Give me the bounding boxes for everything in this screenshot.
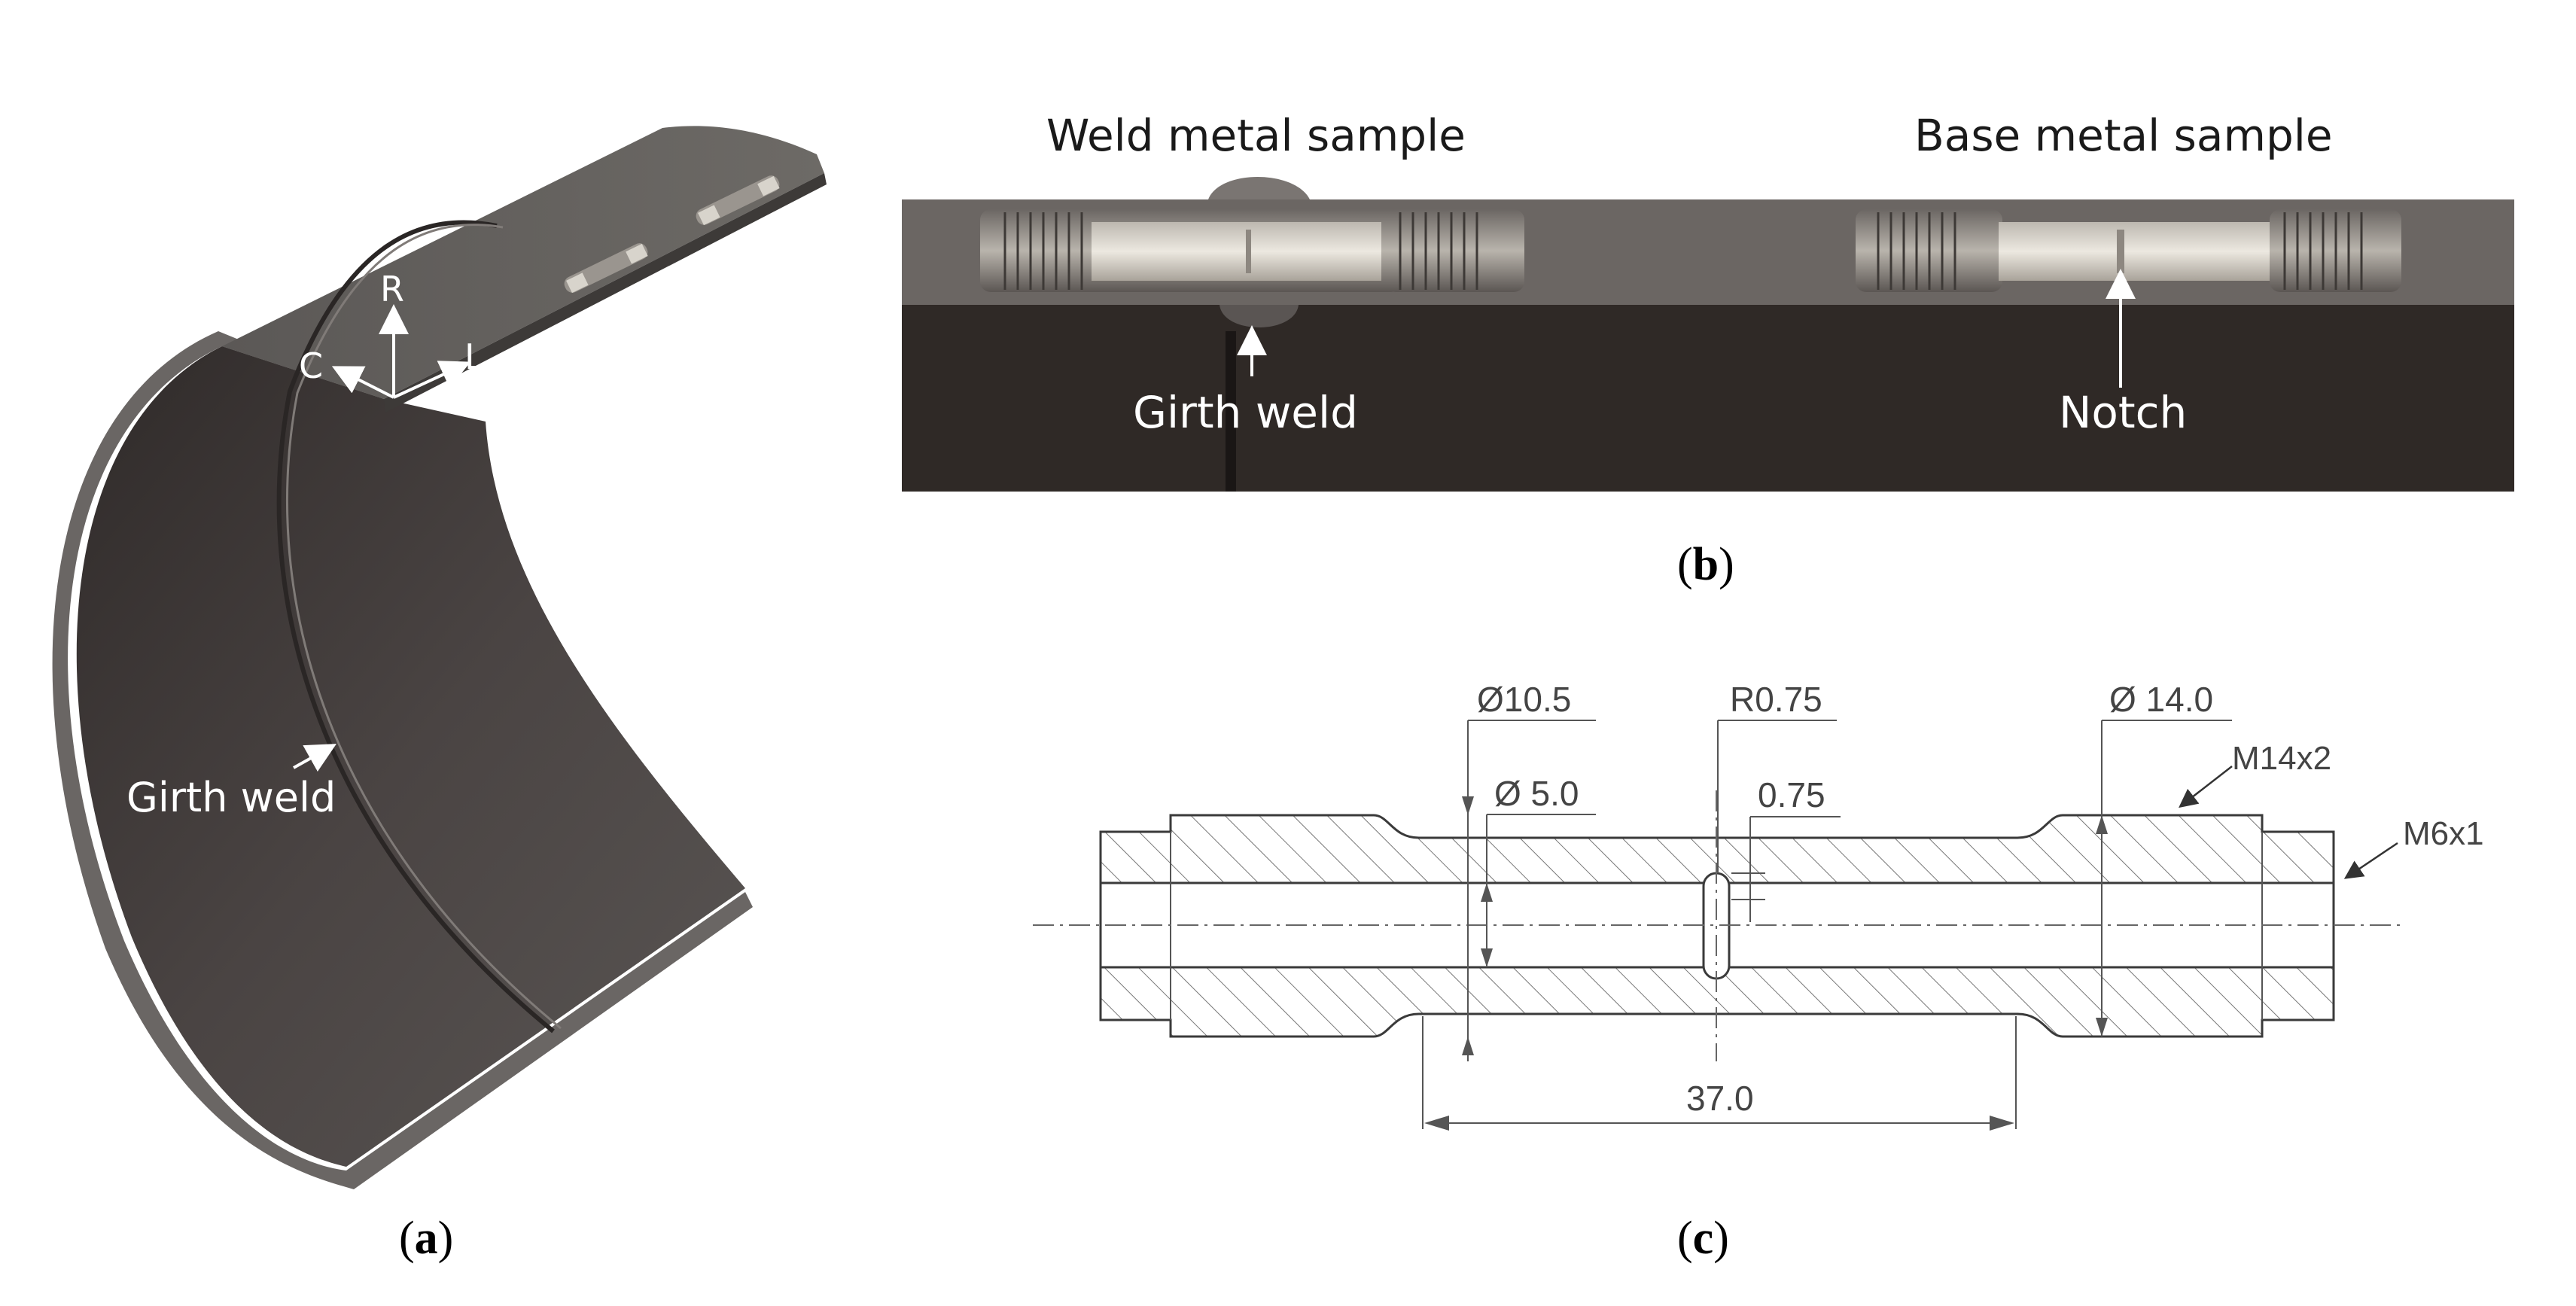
dim-075-label: 0.75 [1758, 775, 1825, 814]
panel-b: Weld metal sample Base metal sample [902, 110, 2514, 590]
girth-weld-label-a: Girth weld [126, 774, 336, 821]
weld-sample-title: Weld metal sample [1046, 110, 1466, 161]
girth-weld-line [276, 220, 555, 1034]
section-lower-wall [1101, 967, 2334, 1037]
axis-l-arrow [393, 361, 471, 399]
gauge-arrow-left [1424, 1116, 1449, 1131]
dim-r075-label: R0.75 [1730, 680, 1822, 719]
weld-sample-threads-left [1003, 212, 1083, 290]
caption-b: (b) [1677, 539, 1734, 590]
axis-c-arrow [331, 366, 394, 399]
dim-d50-label: Ø 5.0 [1494, 774, 1579, 813]
dim-d140-label: Ø 14.0 [2109, 680, 2213, 719]
dim-d105-label: Ø10.5 [1477, 680, 1571, 719]
pipe-outer-edge [52, 331, 754, 1189]
m6-label: M6x1 [2403, 815, 2484, 852]
caption-a: (a) [399, 1213, 453, 1264]
weld-sample-threads-right [1399, 212, 1478, 290]
m14-label: M14x2 [2232, 740, 2331, 777]
gauge-label: 37.0 [1686, 1079, 1754, 1118]
plate-lower-band [902, 305, 2514, 492]
panel-a: R C L Girth weld (a) [52, 126, 827, 1264]
girth-weld-highlight [286, 224, 562, 1030]
gauge-arrow-right [1990, 1116, 2014, 1131]
m6-leader [2343, 842, 2398, 879]
d105-arrow-bottom [1462, 1037, 1474, 1055]
panel-c: Ø10.5 Ø 5.0 R0.75 0.75 Ø 14.0 M14x2 M6x1… [1033, 680, 2484, 1264]
m14-leader [2179, 766, 2233, 808]
pipe-top-edge [384, 173, 827, 413]
base-sample-threads-left [1877, 212, 1956, 290]
d140-arrow-top [2096, 815, 2108, 834]
weld-root [1219, 305, 1299, 327]
d50-arrow-top [1481, 883, 1493, 902]
girth-weld-label-b: Girth weld [1133, 387, 1358, 438]
top-sample-1 [564, 243, 648, 294]
notch-label: Notch [2059, 387, 2187, 438]
d50-arrow-bottom [1481, 948, 1493, 967]
pipe-top-plate [222, 126, 824, 399]
section-outline [1099, 814, 2335, 1038]
pipe-inner-surface [76, 346, 746, 1167]
d140-arrow-bottom [2096, 1018, 2108, 1037]
d105-arrow-top [1462, 796, 1474, 815]
axis-l-label: L [464, 336, 484, 377]
weld-fusion-line [1226, 331, 1236, 492]
weld-metal-sample [980, 209, 1524, 292]
top-sample-2 [696, 175, 780, 226]
base-metal-sample [1856, 209, 2401, 292]
weld-bead [1208, 177, 1310, 199]
axis-r-label: R [380, 269, 404, 309]
caption-c: (c) [1677, 1213, 1729, 1264]
axis-c-label: C [299, 346, 323, 386]
base-sample-title: Base metal sample [1914, 110, 2333, 161]
base-sample-threads-right [2283, 212, 2363, 290]
girth-weld-pointer [293, 744, 336, 772]
